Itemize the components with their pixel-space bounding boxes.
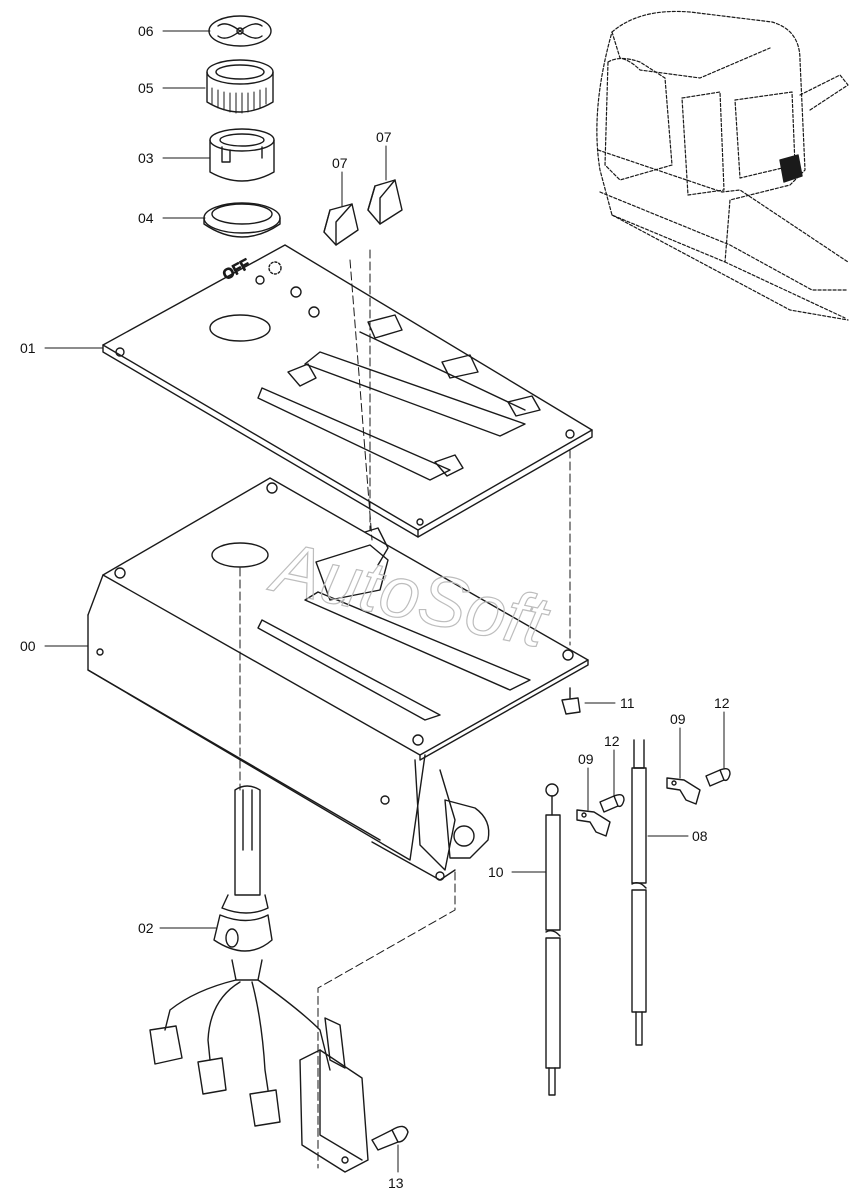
callout-10: 10 (488, 864, 504, 880)
callout-00: 00 (20, 638, 36, 654)
callout-12-left: 12 (604, 733, 620, 749)
callout-06: 06 (138, 23, 154, 39)
leader-lines (44, 30, 725, 1173)
part-13-screw (371, 1125, 409, 1151)
callout-07-left: 07 (332, 155, 348, 171)
part-07-knob-left (323, 203, 359, 246)
callout-05: 05 (138, 80, 154, 96)
callout-09-right: 09 (670, 711, 686, 727)
switch-module-block (299, 1017, 369, 1173)
part-12-screw-left (599, 793, 625, 813)
part-11-nut (561, 687, 581, 715)
excavator-cab-inset (596, 10, 849, 321)
callout-11: 11 (620, 695, 635, 711)
callout-12-right: 12 (714, 695, 730, 711)
callout-08: 08 (692, 828, 708, 844)
part-01-top-panel (102, 244, 593, 538)
callout-07-right: 07 (376, 129, 392, 145)
callout-02: 02 (138, 920, 154, 936)
callout-03: 03 (138, 150, 154, 166)
callout-labels: 06 05 03 04 07 07 01 00 11 12 12 09 09 0… (20, 23, 730, 1191)
off-label: OFF (220, 255, 252, 282)
callout-13: 13 (388, 1175, 404, 1191)
part-10-rod (545, 783, 561, 1096)
part-08-rod (631, 739, 647, 1046)
part-05-knurled-ring (206, 59, 274, 114)
callout-01: 01 (20, 340, 36, 356)
callout-09-left: 09 (578, 751, 594, 767)
part-07-knob-right (367, 179, 403, 225)
callout-04: 04 (138, 210, 154, 226)
part-04-washer (203, 202, 281, 238)
part-02-rotary-switch (149, 785, 331, 1127)
assembly-guide-lines (239, 249, 571, 1169)
part-12-screw-right (705, 767, 731, 787)
part-00-base-housing (87, 477, 589, 881)
part-09-clamp-right (666, 777, 701, 805)
part-09-clamp-left (576, 809, 611, 837)
highlight-marker (779, 154, 803, 183)
part-06-fan-cap (208, 15, 272, 47)
part-03-sleeve (209, 128, 275, 182)
